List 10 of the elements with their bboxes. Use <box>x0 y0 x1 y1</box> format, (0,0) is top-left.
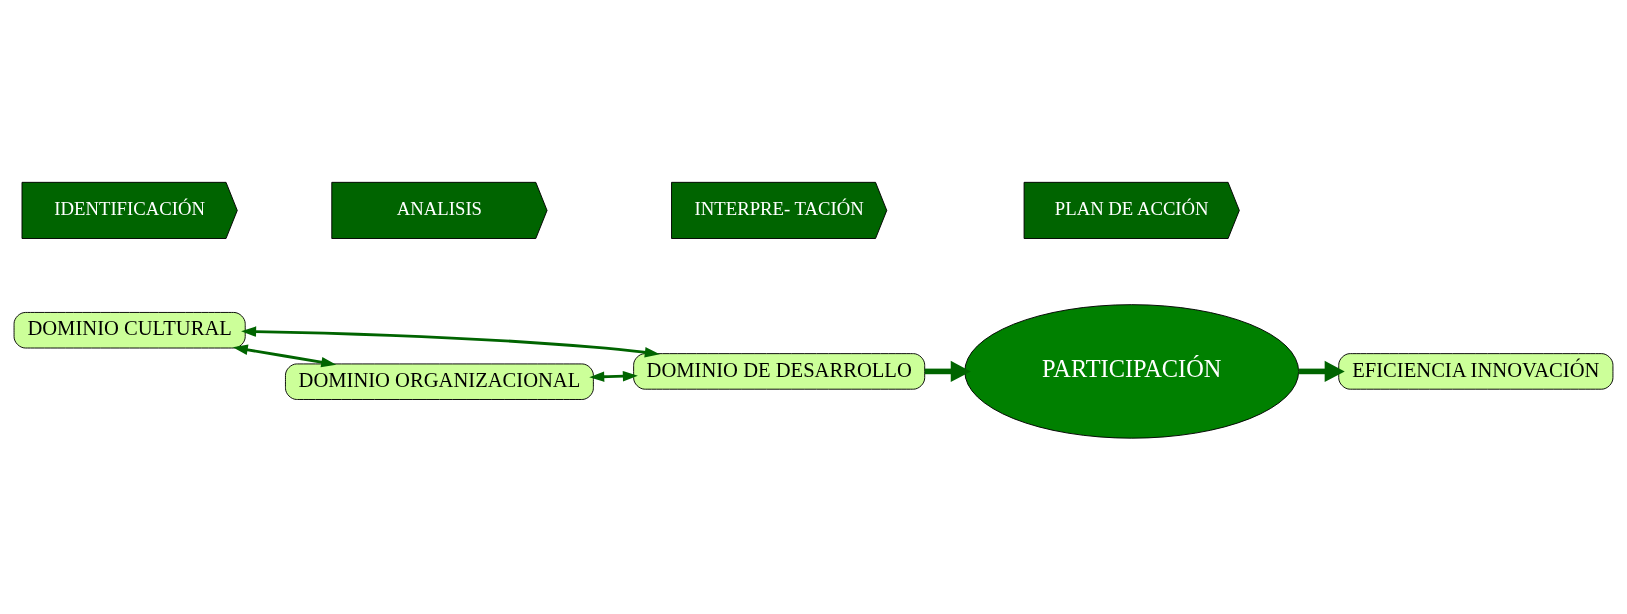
node-box: DOMINIO CULTURAL <box>13 311 246 348</box>
arrow <box>589 370 638 382</box>
arrow <box>1298 360 1345 382</box>
arrow <box>241 325 660 358</box>
node-box: EFICIENCIA INNOVACIÓN <box>1338 352 1614 390</box>
arrow <box>924 360 971 382</box>
node-ellipse: PARTICIPACIÓN <box>964 303 1300 439</box>
node-box: DOMINIO DE DESARROLLO <box>633 352 926 390</box>
arrow <box>232 344 337 367</box>
node-box: DOMINIO ORGANIZACIONAL <box>285 362 594 400</box>
